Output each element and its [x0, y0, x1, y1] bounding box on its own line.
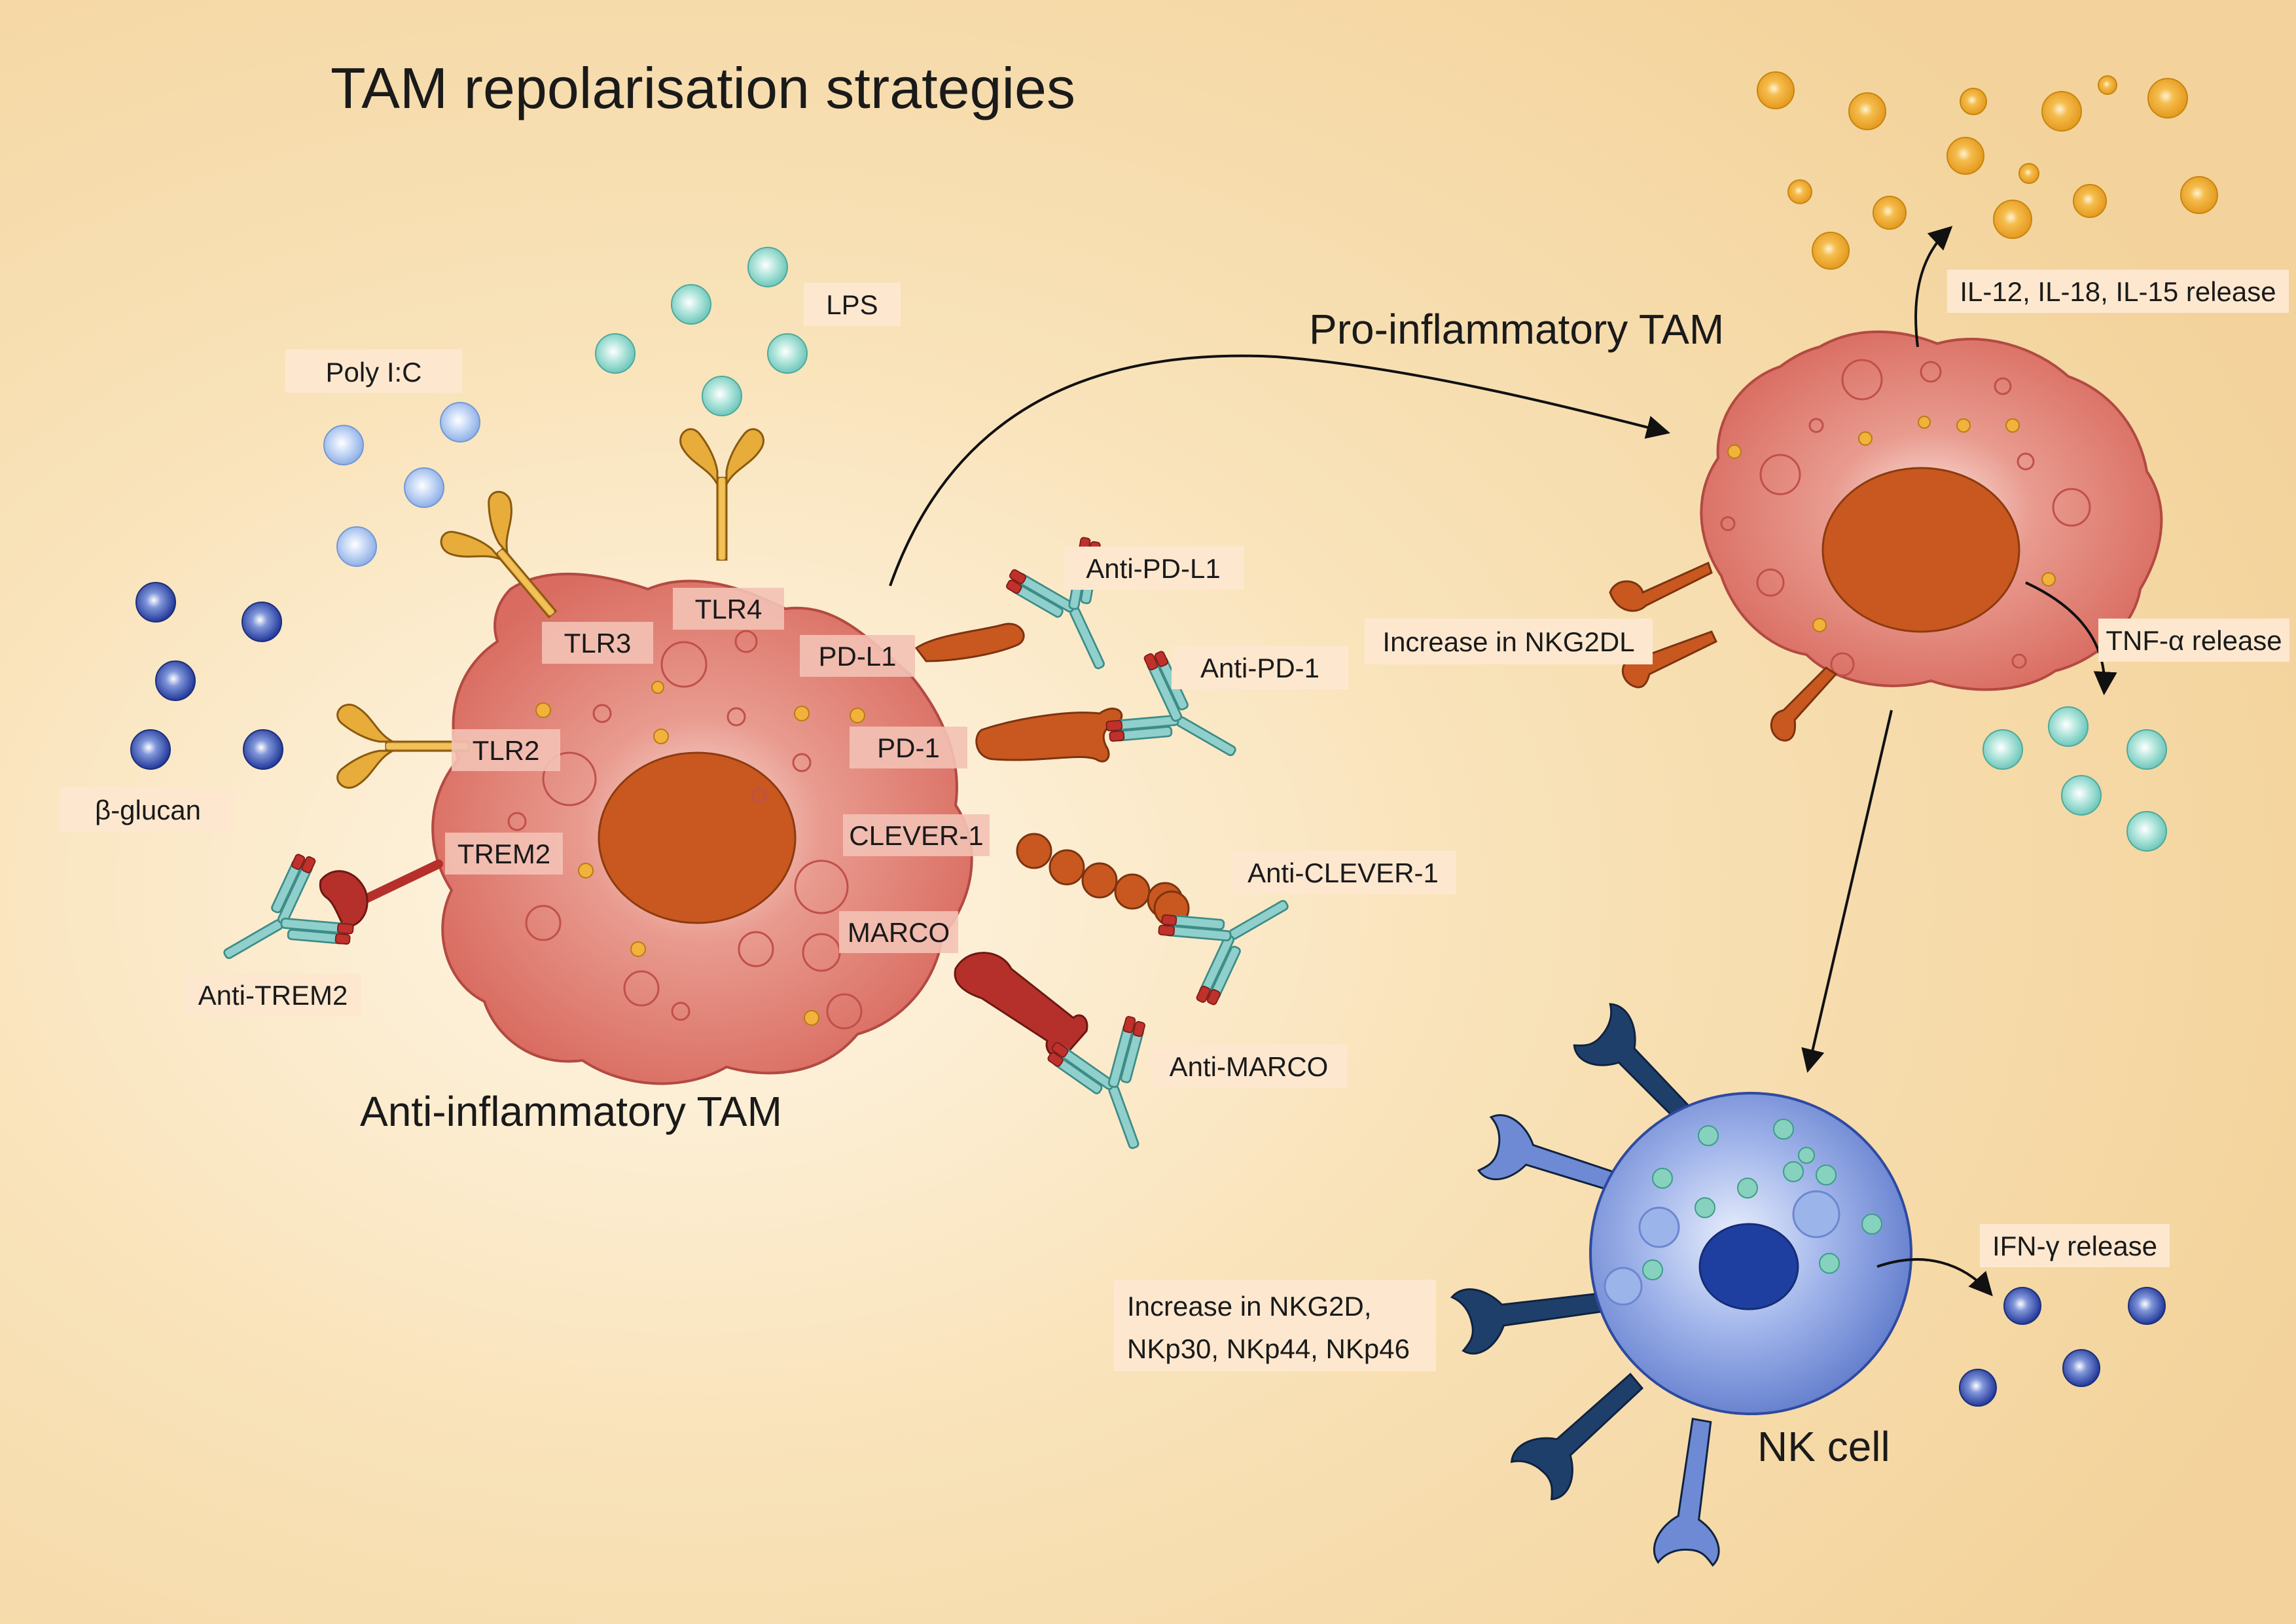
pd1-label-box	[850, 727, 967, 768]
tlr3-label-box	[542, 622, 653, 664]
tlr4-label: TLR4	[695, 594, 762, 624]
pdl1-label-box	[800, 635, 915, 677]
arrow-to-nk	[1801, 710, 1893, 1073]
polyic-label-box	[285, 350, 462, 393]
pro-tam-nucleus	[1821, 467, 2020, 633]
anti-pd1-label: Anti-PD-1	[1200, 653, 1319, 683]
lps-particles	[595, 247, 808, 416]
anti-inflammatory-tam	[431, 572, 973, 1085]
nk-cell-vacuoles	[1604, 1190, 1840, 1306]
page-title: TAM repolarisation strategies	[331, 56, 1075, 120]
anti-trem2-label-box	[185, 973, 361, 1017]
marco-receptor	[954, 952, 1088, 1059]
anti-pd1-label-box	[1172, 646, 1348, 689]
lps-label: LPS	[826, 289, 878, 320]
il-release-label-box	[1947, 270, 2289, 313]
arrow-tnf-release	[2025, 581, 2117, 696]
pro-tam-label: Pro-inflammatory TAM	[1309, 306, 1724, 353]
trem2-label: TREM2	[457, 839, 550, 869]
anti-pdl1-label: Anti-PD-L1	[1086, 553, 1220, 584]
marco-label-box	[839, 911, 958, 953]
pro-inflammatory-tam	[1700, 330, 2163, 691]
anti-marco-label-box	[1151, 1045, 1347, 1088]
nk-cell-granules	[1642, 1119, 1882, 1280]
arrows	[889, 226, 2117, 1297]
polyic-particles	[323, 402, 480, 567]
pdl1-receptor	[914, 623, 1025, 662]
nkg2dl-ligands	[1609, 561, 1838, 742]
nkg2d-label-box	[1114, 1280, 1436, 1371]
anti-trem2-label: Anti-TREM2	[198, 980, 348, 1011]
bglucan-label-box	[60, 787, 236, 832]
ifn-release-label: IFN-γ release	[1992, 1231, 2157, 1261]
pro-tam-granules	[1727, 416, 2056, 632]
nkg2d-label-line1: Increase in NKG2D,	[1127, 1291, 1372, 1322]
anti-tam-granules	[535, 681, 865, 1026]
tlr2-label-box	[452, 729, 560, 771]
pdl1-label: PD-L1	[818, 641, 896, 672]
arrow-ifn-release	[1876, 1258, 1993, 1297]
nk-cell-label: NK cell	[1757, 1423, 1890, 1470]
pd1-receptor	[975, 708, 1123, 763]
pd1-label: PD-1	[877, 732, 940, 763]
anti-marco-label: Anti-MARCO	[1170, 1051, 1329, 1082]
tnf-release-label: TNF-α release	[2106, 625, 2282, 656]
pro-tam-vesicles	[1720, 359, 2091, 677]
tlr2-label: TLR2	[473, 735, 540, 766]
lps-label-box	[804, 283, 901, 326]
nkg2d-label-line2: NKp30, NKp44, NKp46	[1127, 1333, 1410, 1364]
il-cytokine-particles	[1757, 71, 2218, 270]
polyic-label: Poly I:C	[325, 357, 422, 388]
arrow-to-pro-tam	[889, 354, 1670, 586]
ifn-particles	[1959, 1287, 2166, 1407]
tlr4-label-box	[673, 588, 784, 630]
anti-tam-label: Anti-inflammatory TAM	[360, 1088, 782, 1135]
nkg2dl-label: Increase in NKG2DL	[1382, 626, 1634, 657]
clever1-label: CLEVER-1	[849, 820, 983, 851]
tnf-release-label-box	[2098, 619, 2289, 662]
nk-cell	[1450, 999, 1912, 1574]
il-release-label: IL-12, IL-18, IL-15 release	[1960, 276, 2276, 307]
clever1-label-box	[843, 814, 990, 856]
trem2-label-box	[445, 833, 563, 875]
arrow-il-release	[1914, 226, 1953, 348]
bglucan-particles	[130, 582, 283, 770]
tlr3-label: TLR3	[564, 628, 632, 659]
anti-clever1-label: Anti-CLEVER-1	[1247, 857, 1439, 888]
ifn-release-label-box	[1980, 1224, 2170, 1267]
marco-label: MARCO	[848, 917, 950, 948]
clever1-receptor	[1016, 833, 1190, 927]
tnf-cytokine-particles	[1982, 706, 2167, 852]
anti-pdl1-label-box	[1064, 547, 1244, 590]
anti-clever1-label-box	[1230, 851, 1456, 894]
nk-cell-nucleus	[1698, 1223, 1799, 1310]
bglucan-label: β-glucan	[95, 795, 201, 825]
nkg2dl-label-box	[1365, 619, 1653, 664]
anti-tam-nucleus	[598, 751, 797, 924]
